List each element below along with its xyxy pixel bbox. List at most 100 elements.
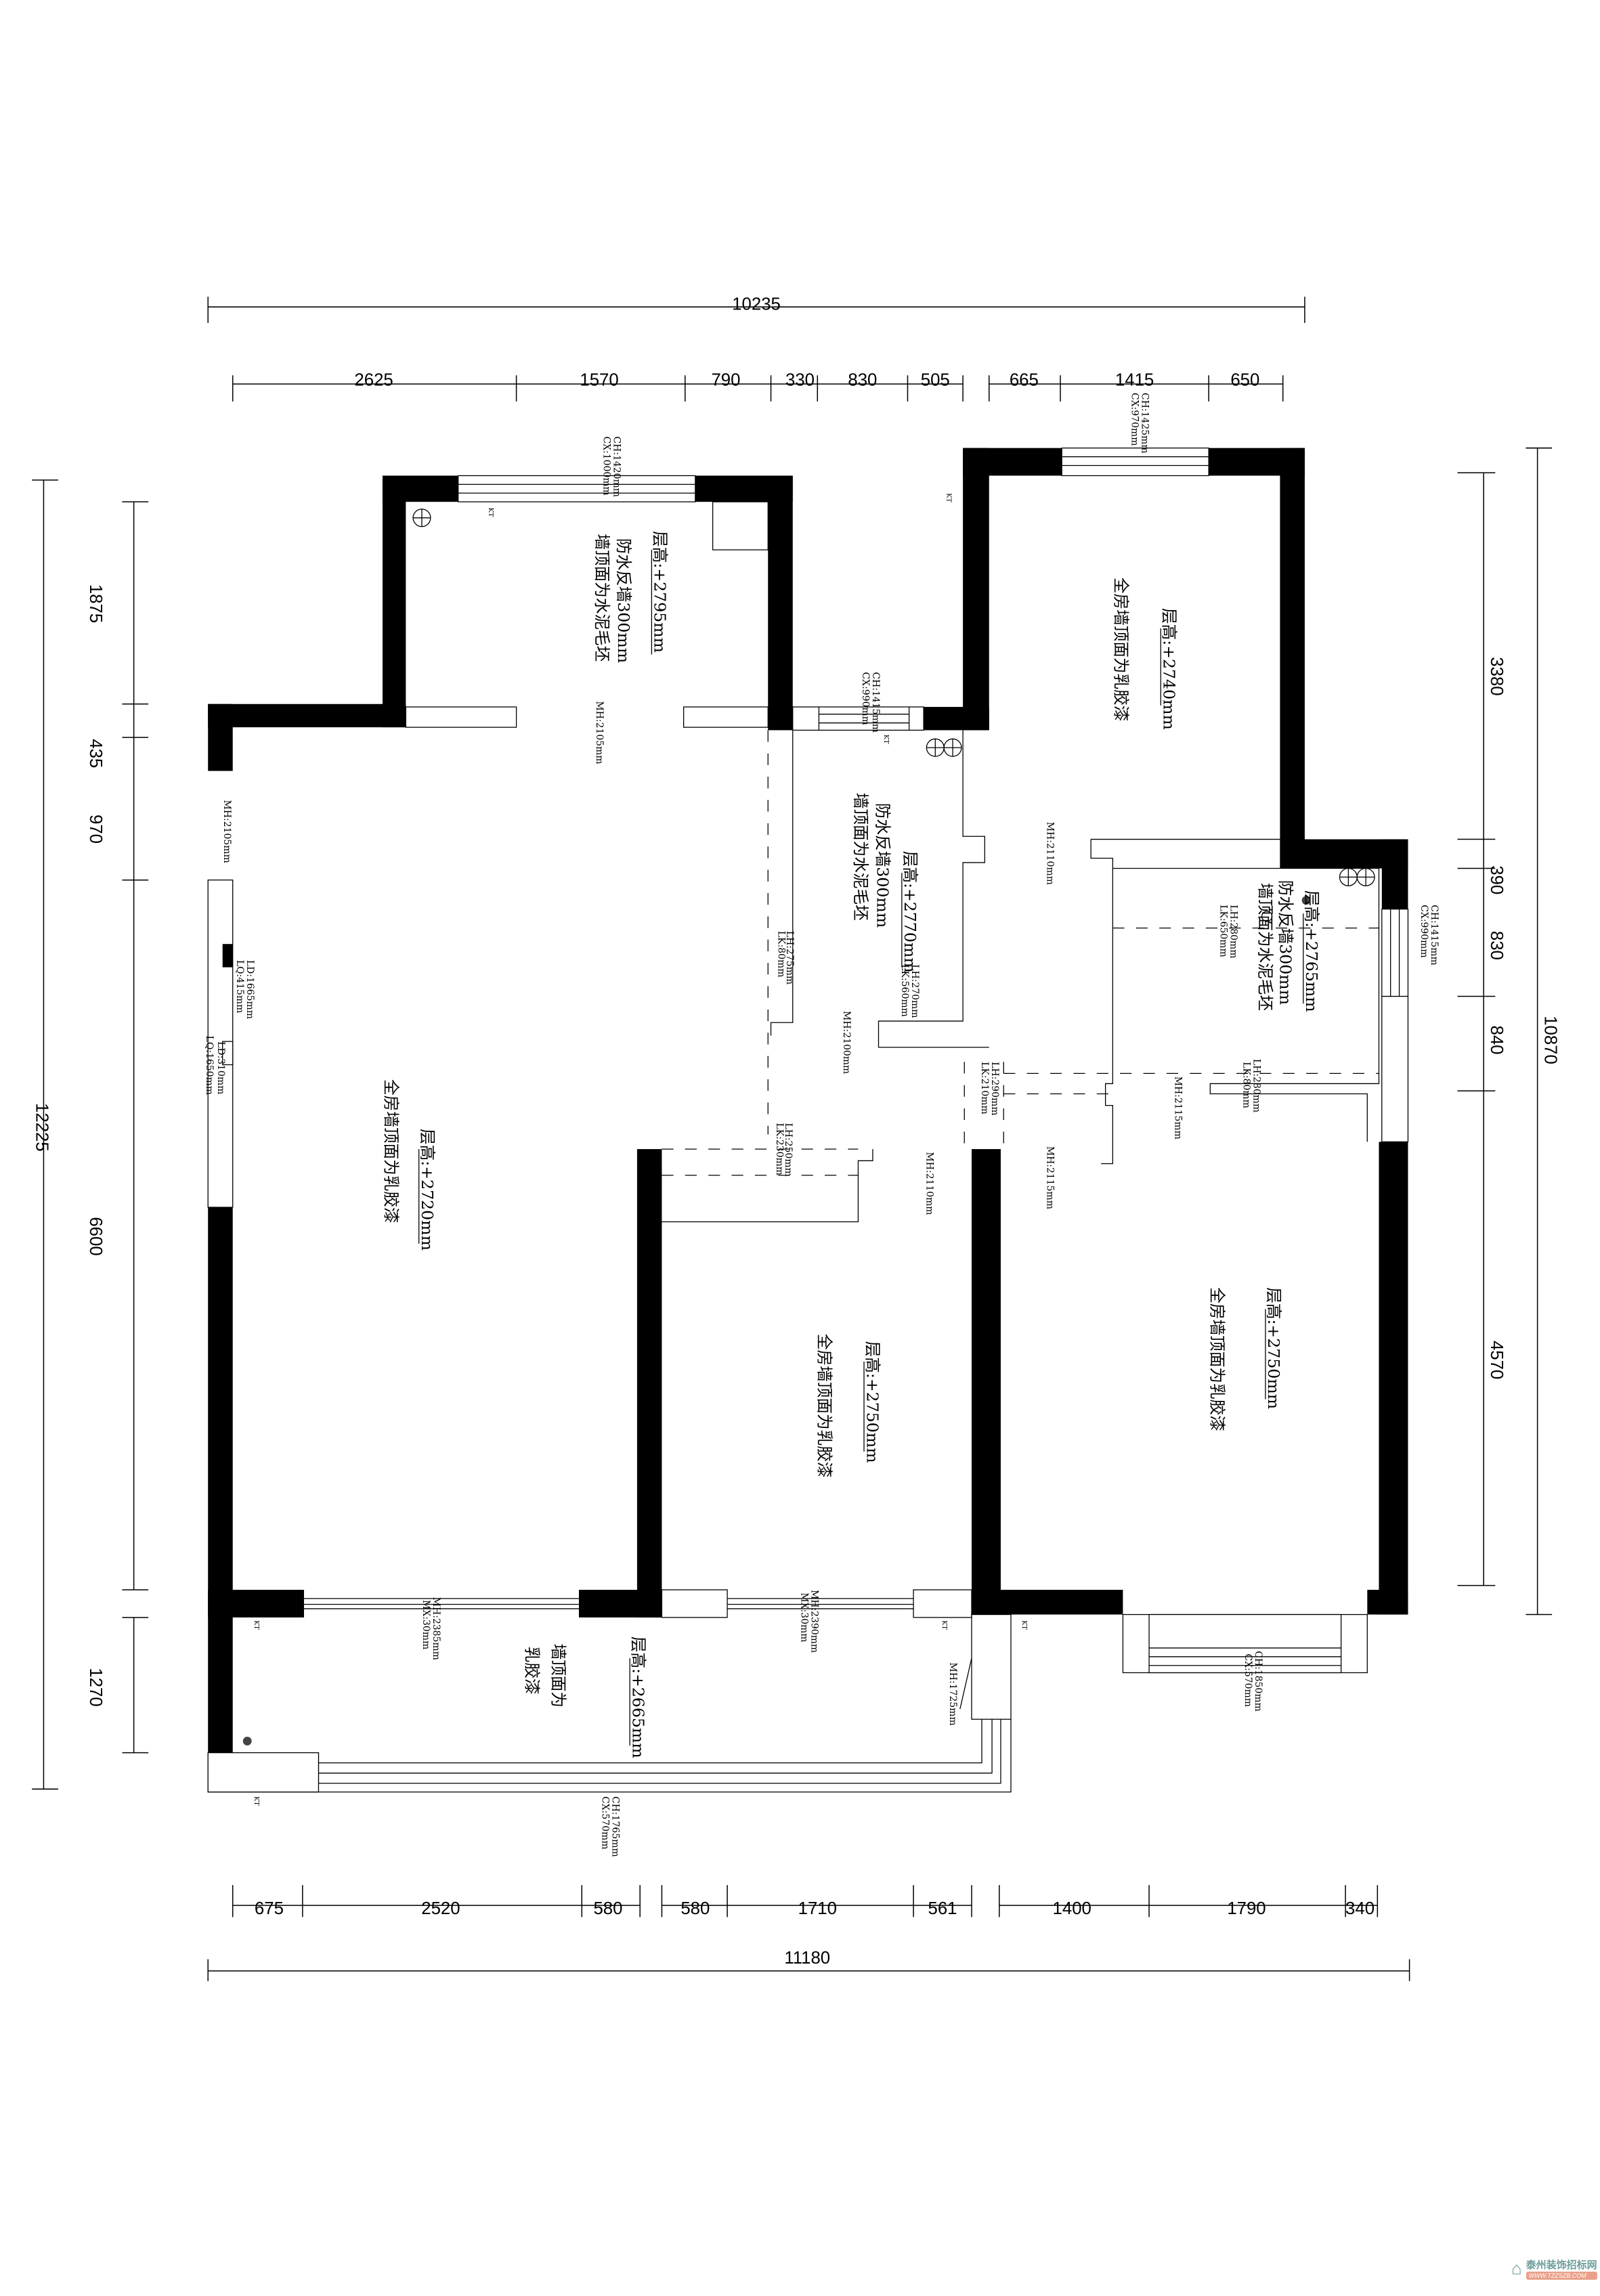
wall (382, 475, 406, 728)
window (1381, 909, 1409, 997)
dim-top-seg: 330 (785, 370, 815, 389)
kt-label: KT (487, 508, 494, 517)
pipe-icon (926, 738, 962, 757)
watermark-name: 泰州装饰招标网 (1526, 2259, 1597, 2271)
lh-label: LH:275mm (784, 931, 795, 984)
wall (963, 448, 989, 731)
switch-lq-label: LQ:415mm (234, 960, 245, 1014)
window-ch-label: CH:1850mm (1253, 1651, 1263, 1712)
window-cx-label: CX:990mm (1419, 905, 1429, 957)
window-ch-label: CH:1425mm (1139, 393, 1150, 454)
door-height-label: MH:2115mm (1173, 1077, 1184, 1140)
dim-top-seg: 1570 (580, 370, 618, 389)
dim-left-seg: 435 (86, 739, 105, 768)
door-jamb (913, 1589, 972, 1618)
finish-label: 全房墙顶面为乳胶漆 (1207, 1287, 1226, 1431)
dim-top-seg: 830 (848, 370, 877, 389)
wall-stub (683, 706, 769, 728)
lh-label: LH:280mm (1251, 1059, 1262, 1112)
window-cx-label: CX:570mm (599, 1796, 610, 1849)
drain-icon (1261, 911, 1273, 922)
dim-right-seg: 840 (1487, 1025, 1506, 1054)
switch-ld-label: LD:1665mm (244, 960, 255, 1019)
finish-label: 全房墙顶面为乳胶漆 (1112, 578, 1131, 722)
switch (222, 1041, 234, 1066)
door-height-label: MH:2100mm (841, 1011, 852, 1074)
plumbing-fixtures (242, 508, 1375, 1746)
wall (208, 1207, 233, 1753)
window-cx-label: CX:970mm (1129, 393, 1140, 446)
dim-bottom-seg: 1710 (798, 1899, 837, 1918)
dim-right-seg: 3380 (1487, 657, 1506, 695)
ceiling-height-label: 层高:+2765mm (1302, 890, 1321, 1012)
kt-label: KT (940, 1620, 948, 1630)
wall (768, 475, 793, 731)
wall (1367, 1590, 1408, 1615)
window-cx-label: CX:990mm (860, 672, 871, 725)
dim-bottom-seg: 1400 (1053, 1899, 1091, 1918)
dim-bottom-seg: 2520 (421, 1899, 460, 1918)
dimension-bottom: 675 2520 580 580 1710 561 1400 1790 340 … (207, 1885, 1410, 1981)
door-height-label: MH:2105mm (594, 701, 605, 764)
dim-top-seg: 505 (921, 370, 950, 389)
ceiling-height-label: 层高:+2665mm (628, 1637, 647, 1758)
wall-stub (405, 706, 517, 728)
dim-right-seg: 390 (1487, 865, 1506, 894)
dim-top-seg: 650 (1230, 370, 1259, 389)
dim-top-total: 10235 (732, 295, 781, 314)
balcony-height-label: MH:1725mm (947, 1662, 958, 1725)
wall (208, 1590, 304, 1618)
switch-ld-label: LD:310mm (215, 1041, 226, 1094)
finish-label: 全房墙顶面为乳胶漆 (815, 1334, 834, 1478)
wall (208, 703, 233, 771)
dim-bottom-seg: 1790 (1227, 1899, 1266, 1918)
lh-label: LH:270mm (909, 964, 920, 1018)
kt-label: KT (1020, 1620, 1028, 1630)
lk-label: LK:80mm (775, 931, 786, 978)
door-height-label: MH:2390mm (809, 1590, 820, 1653)
finish-label: 墙顶面为水泥毛坯 (851, 793, 870, 921)
cabinet (712, 501, 769, 550)
bay-window-sill (1148, 1613, 1342, 1674)
finish-label: 墙顶面为 (548, 1643, 567, 1708)
kt-label: KT (253, 1620, 260, 1630)
wall (636, 1149, 662, 1618)
door-width-label: MX:30mm (420, 1600, 431, 1649)
switch (222, 944, 233, 968)
balcony-column (971, 1613, 1012, 1720)
lh-label: LH:280mm (1228, 905, 1238, 958)
dim-bottom-seg: 340 (1345, 1899, 1375, 1918)
wall (1379, 1142, 1408, 1615)
walls (208, 448, 1408, 1753)
waterproof-label: 防水反墙300mm (614, 538, 633, 663)
lk-label: LK:560mm (899, 964, 910, 1017)
dim-bottom-seg: 561 (928, 1899, 957, 1918)
window-ch-label: CH:1415mm (1429, 905, 1440, 966)
waterproof-label: 防水反墙300mm (1276, 880, 1295, 1005)
room-labels: CH:1420mm CX:1000mm 层高:+2795mm 防水反墙300mm… (204, 393, 1440, 1857)
door-height-label: MH:2110mm (924, 1152, 934, 1215)
door-height-label: MH:2105mm (221, 800, 232, 863)
window-ch-label: CH:1415mm (870, 672, 881, 733)
watermark: ⌂ 泰州装饰招标网 WWW.TZZSZB.COM (1511, 2257, 1597, 2280)
lh-label: LH:250mm (783, 1123, 794, 1176)
dim-top-seg: 790 (711, 370, 740, 389)
ceiling-height-label: 层高:+2750mm (863, 1341, 882, 1463)
finish-label: 乳胶漆 (523, 1647, 542, 1695)
wall (963, 448, 1062, 476)
wall-section (1381, 995, 1409, 1143)
door-jamb (661, 1589, 728, 1618)
window-cx-label: CX:1000mm (601, 437, 611, 496)
floor-drain-icon (412, 508, 431, 527)
window (458, 475, 696, 502)
dim-bottom-seg: 580 (680, 1899, 710, 1918)
waterproof-label: 防水反墙300mm (873, 803, 892, 928)
door-height-label: MH:2115mm (1045, 1146, 1056, 1209)
house-logo-icon: ⌂ (1511, 2258, 1522, 2278)
dim-right-total: 10870 (1540, 1016, 1559, 1064)
lk-label: LK:80mm (1241, 1062, 1252, 1108)
window-ch-label: CH:1765mm (609, 1796, 620, 1857)
dim-top-seg: 1415 (1115, 370, 1154, 389)
lk-label: LK:230mm (774, 1123, 785, 1175)
dimension-right: 10870 3380 390 830 840 4570 (1457, 447, 1559, 1616)
